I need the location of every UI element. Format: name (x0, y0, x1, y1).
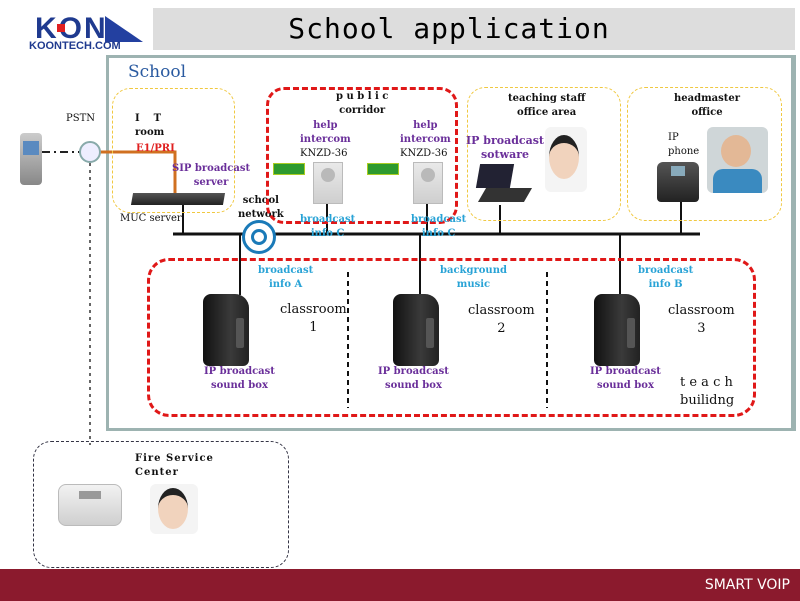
sound-box-1-label: IP broadcast sound box (204, 366, 275, 391)
e1-pri-label: E1/PRI (136, 143, 175, 154)
headmaster-title: headmaster office (674, 93, 741, 118)
sound-box-2-label: IP broadcast sound box (378, 366, 449, 391)
sound-box-3-label: IP broadcast sound box (590, 366, 661, 391)
page-title: School application (288, 12, 610, 45)
school-frame (106, 55, 796, 431)
sip-server-icon (130, 193, 226, 205)
teach-building-label: t e a c h builidng (680, 375, 735, 408)
pstn-gateway-icon (79, 141, 101, 163)
logo: KON KOONTECH.COM (5, 10, 145, 52)
classroom-2-label: classroom 2 (468, 303, 535, 336)
logo-text: KOONTECH.COM (29, 40, 121, 52)
headmaster-photo (707, 127, 768, 193)
sound-box-3-icon (594, 294, 640, 366)
logo-mark: KON (35, 12, 108, 45)
headmaster-office-zone (627, 87, 782, 221)
pstn-label: PSTN (66, 113, 95, 124)
sound-box-1-icon (203, 294, 249, 366)
sip-server-label: SIP broadcast server (172, 163, 251, 188)
footer-text: SMART VOIP (704, 577, 790, 593)
title-bar (153, 8, 795, 50)
fire-service-label: Fire Service Center (135, 453, 214, 478)
school-label: School (128, 62, 187, 82)
fire-service-zone (33, 441, 289, 568)
desk-phone-icon (58, 484, 122, 526)
broadcast-software-label: IP broadcast sotware (466, 134, 544, 161)
intercom-device-1 (313, 162, 343, 204)
school-network-label: school network (238, 195, 284, 220)
classroom-1-info: broadcast info A (258, 265, 314, 290)
classroom-3-info: broadcast info B (638, 265, 694, 290)
operator-photo (545, 127, 587, 192)
broadcast-info-c-1: broadcast info C (300, 214, 356, 239)
intercom-model-1: KNZD-36 (300, 148, 348, 159)
help-intercom-label-1: help intercom (300, 120, 351, 145)
help-intercom-label-2: help intercom (400, 120, 451, 145)
ip-phone-icon (657, 162, 699, 202)
mobile-phone-icon (20, 133, 42, 185)
laptop-icon (475, 164, 515, 188)
network-hub-icon (242, 220, 276, 254)
intercom-device-2 (413, 162, 443, 204)
classroom-1-label: classroom 1 (280, 302, 347, 335)
footer-bar (0, 569, 800, 601)
classroom-3-label: classroom 3 (668, 303, 735, 336)
sound-box-2-icon (393, 294, 439, 366)
teaching-office-zone (467, 87, 621, 221)
intercom-model-2: KNZD-36 (400, 148, 448, 159)
corridor-title: p u b l i c corridor (336, 91, 389, 116)
exit-sign-icon (367, 163, 399, 175)
it-room-title: I T room (135, 113, 165, 138)
muc-server-label: MUC server (120, 213, 182, 224)
exit-sign-icon (273, 163, 305, 175)
teach-building-zone (147, 258, 756, 417)
it-room-zone (112, 88, 235, 213)
ip-phone-label: IP phone (668, 132, 700, 157)
teaching-office-title: teaching staff office area (508, 93, 586, 118)
fire-operator-photo (150, 484, 198, 534)
classroom-2-info: background music (440, 265, 507, 290)
public-corridor-zone (266, 87, 458, 224)
broadcast-info-c-2: broadcast info C (411, 214, 467, 239)
